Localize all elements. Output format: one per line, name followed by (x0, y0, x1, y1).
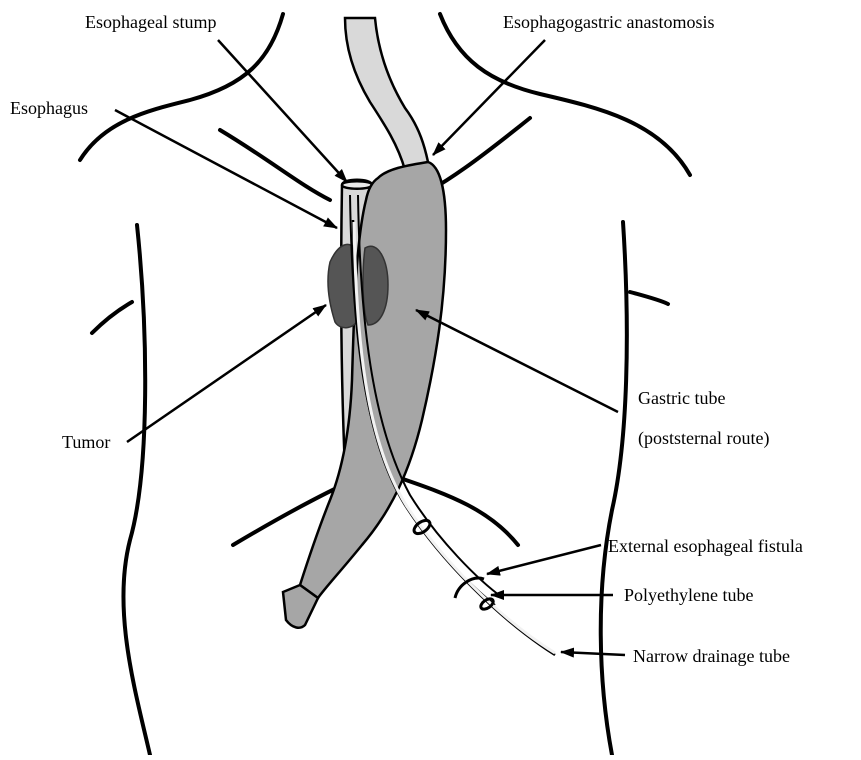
label-esophagogastric-anastomosis: Esophagogastric anastomosis (503, 12, 714, 32)
label-polyethylene-tube: Polyethylene tube (624, 585, 753, 605)
external-fistula-arrow (487, 545, 601, 574)
narrow-drainage-tube-arrow (561, 652, 625, 655)
gastric-tube (283, 162, 446, 628)
label-narrow-drainage-tube: Narrow drainage tube (633, 646, 790, 666)
upper-esophagus (345, 18, 428, 170)
right-body-contour (601, 222, 627, 755)
esophagus-arrow (115, 110, 337, 228)
label-esophageal-stump: Esophageal stump (85, 12, 216, 32)
right-arm-crease (630, 292, 668, 304)
collar-ring-2 (479, 597, 495, 612)
label-tumor: Tumor (62, 432, 110, 452)
esophagogastric-anastomosis-arrow (433, 40, 545, 155)
label-external-esophageal-fistula: External esophageal fistula (608, 536, 803, 556)
esophageal-stump-arrow (218, 40, 347, 182)
right-neck-shoulder-line (440, 14, 690, 175)
label-esophagus: Esophagus (10, 98, 88, 118)
left-arm-crease (92, 302, 132, 333)
label-gastric-tube-route: (poststernal route) (638, 428, 769, 449)
gastric-tube-arrow (416, 310, 618, 412)
left-clavicle (220, 130, 330, 200)
label-gastric-tube: Gastric tube (638, 388, 725, 408)
tumor-arrow (127, 305, 326, 442)
left-neck-shoulder-line (80, 14, 283, 160)
